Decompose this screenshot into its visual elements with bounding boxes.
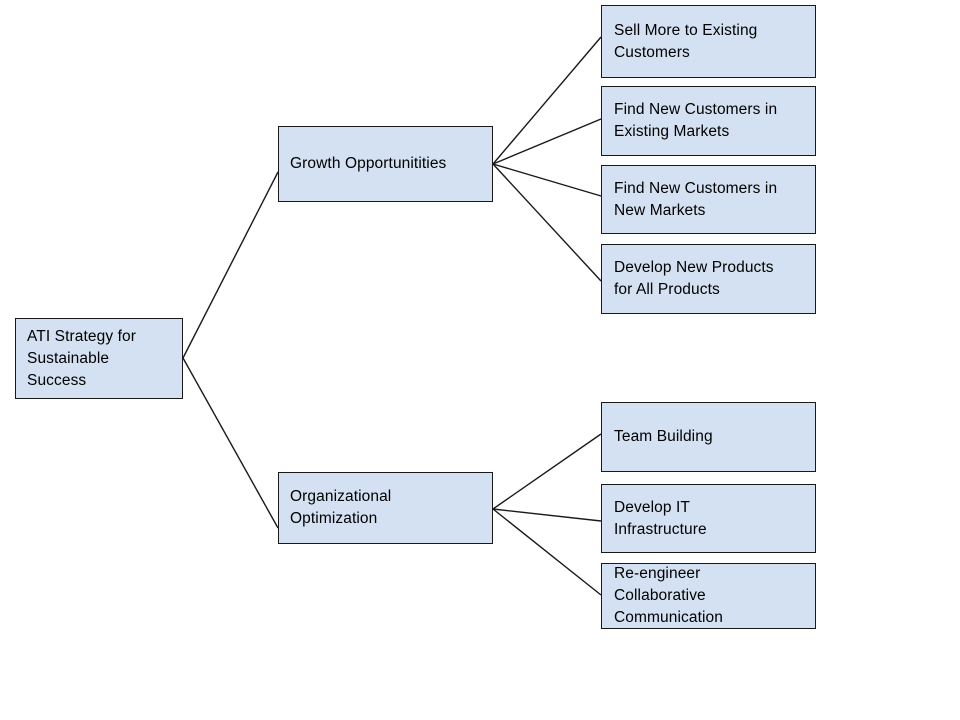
node-find-new-customers-new-markets[interactable]: Find New Customers in New Markets <box>601 165 816 234</box>
edge-organizational-to-leaf-5 <box>492 508 602 522</box>
node-organizational-optimization-label: Organizational Optimization <box>290 488 392 527</box>
edge-growth-to-leaf-3 <box>492 163 602 282</box>
node-root-label: ATI Strategy for Sustainable Success <box>27 327 136 389</box>
node-sell-more-to-existing-customers[interactable]: Sell More to Existing Customers <box>601 5 816 78</box>
node-growth-opportunities-label: Growth Opportunitities <box>290 155 447 172</box>
node-find-new-customers-new-markets-label: Find New Customers in New Markets <box>614 179 778 219</box>
node-team-building[interactable]: Team Building <box>601 402 816 472</box>
node-root[interactable]: ATI Strategy for Sustainable Success <box>15 318 183 399</box>
node-re-engineer-collaborative-communication[interactable]: Re-engineer Collaborative Communication <box>601 563 816 629</box>
node-team-building-label: Team Building <box>614 428 713 445</box>
node-find-new-customers-existing-markets[interactable]: Find New Customers in Existing Markets <box>601 86 816 156</box>
node-develop-new-products[interactable]: Develop New Products for All Products <box>601 244 816 314</box>
node-find-new-customers-existing-markets-label: Find New Customers in Existing Markets <box>614 101 778 140</box>
edge-growth-to-leaf-1 <box>492 118 602 165</box>
node-develop-it-infrastructure[interactable]: Develop IT Infrastructure <box>601 484 816 553</box>
node-re-engineer-collaborative-communication-label: Re-engineer Collaborative Communication <box>614 565 723 626</box>
edge-growth-to-leaf-2 <box>492 163 602 197</box>
node-organizational-optimization[interactable]: Organizational Optimization <box>278 472 493 544</box>
node-develop-new-products-label: Develop New Products for All Products <box>614 259 774 298</box>
edge-root-to-organizational <box>182 357 279 529</box>
edge-organizational-to-leaf-4 <box>492 433 602 510</box>
edge-root-to-growth <box>182 171 279 359</box>
node-sell-more-to-existing-customers-label: Sell More to Existing Customers <box>614 21 758 61</box>
edge-organizational-to-leaf-6 <box>492 508 602 596</box>
node-growth-opportunities[interactable]: Growth Opportunitities <box>278 126 493 202</box>
edge-growth-to-leaf-0 <box>492 36 602 165</box>
node-develop-it-infrastructure-label: Develop IT Infrastructure <box>614 498 707 538</box>
